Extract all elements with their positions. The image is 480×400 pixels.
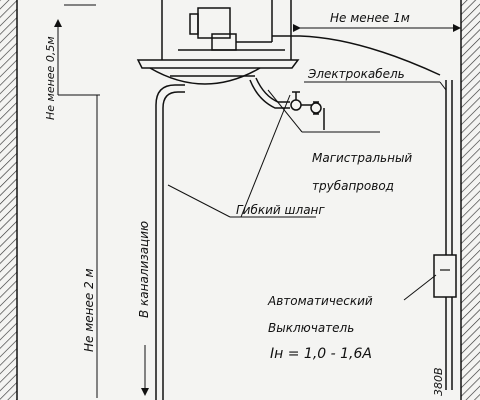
label-drain: В канализацию [137,221,151,318]
circuit-breaker [433,254,457,298]
label-distance-left: Не менее 2 м [82,268,96,352]
label-cable: Электрокабель [307,67,405,81]
label-main-pipe-line2: трубапровод [312,179,394,193]
label-distance-right: Не менее 1м [330,11,410,25]
label-breaker-line2: Выключатель [268,321,354,335]
right-wall [461,0,480,400]
label-distance-top: Не менее 0,5м [44,36,57,120]
label-current: Iн = 1,0 - 1,6А [270,346,372,362]
label-voltage: 380В [432,367,445,396]
leader-lines [167,81,447,301]
dimension-lines [54,4,461,398]
left-wall [0,0,17,400]
label-hose: Гибкий шланг [236,203,325,217]
electric-cable [272,35,453,390]
label-breaker-line1: Автоматический [267,294,373,308]
machine-unit [136,0,300,85]
drain-pipe [155,84,185,400]
label-main-pipe-line1: Магистральный [312,151,412,165]
valve [290,91,325,130]
